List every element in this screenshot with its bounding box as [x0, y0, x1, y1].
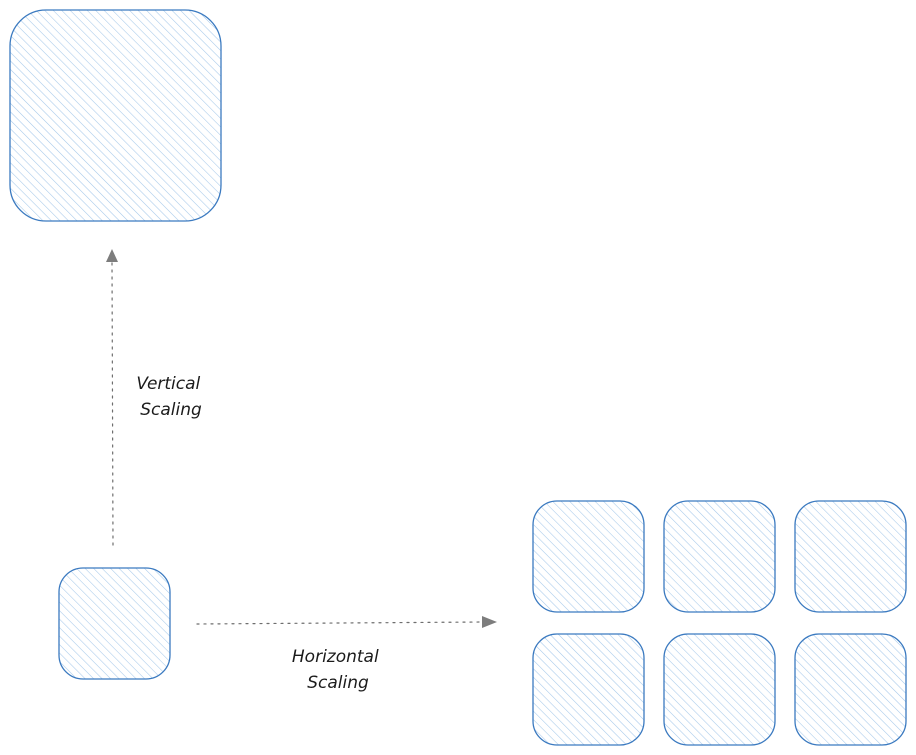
horizontal-scaling-label: Horizontal Scaling [292, 647, 384, 693]
horizontal-label-line-2: Scaling [307, 673, 369, 693]
grid-server-box [794, 500, 907, 613]
small-server-box [58, 567, 171, 680]
large-server-box [9, 9, 222, 222]
vertical-scaling-label: Vertical Scaling [136, 374, 205, 420]
arrow-head-up [106, 249, 118, 262]
grid-server-box [532, 500, 645, 613]
grid-server-box [794, 633, 907, 746]
vertical-label-line-2: Scaling [140, 400, 202, 420]
horizontal-scaling-arrow [196, 616, 497, 628]
vertical-scaling-arrow [106, 249, 118, 546]
grid-server-box [663, 500, 776, 613]
grid-server-box [663, 633, 776, 746]
horizontal-label-line-1: Horizontal [292, 647, 379, 667]
arrow-head-right [482, 616, 497, 628]
vertical-label-line-1: Vertical [136, 374, 200, 394]
grid-server-box [532, 633, 645, 746]
server-grid [532, 500, 907, 746]
